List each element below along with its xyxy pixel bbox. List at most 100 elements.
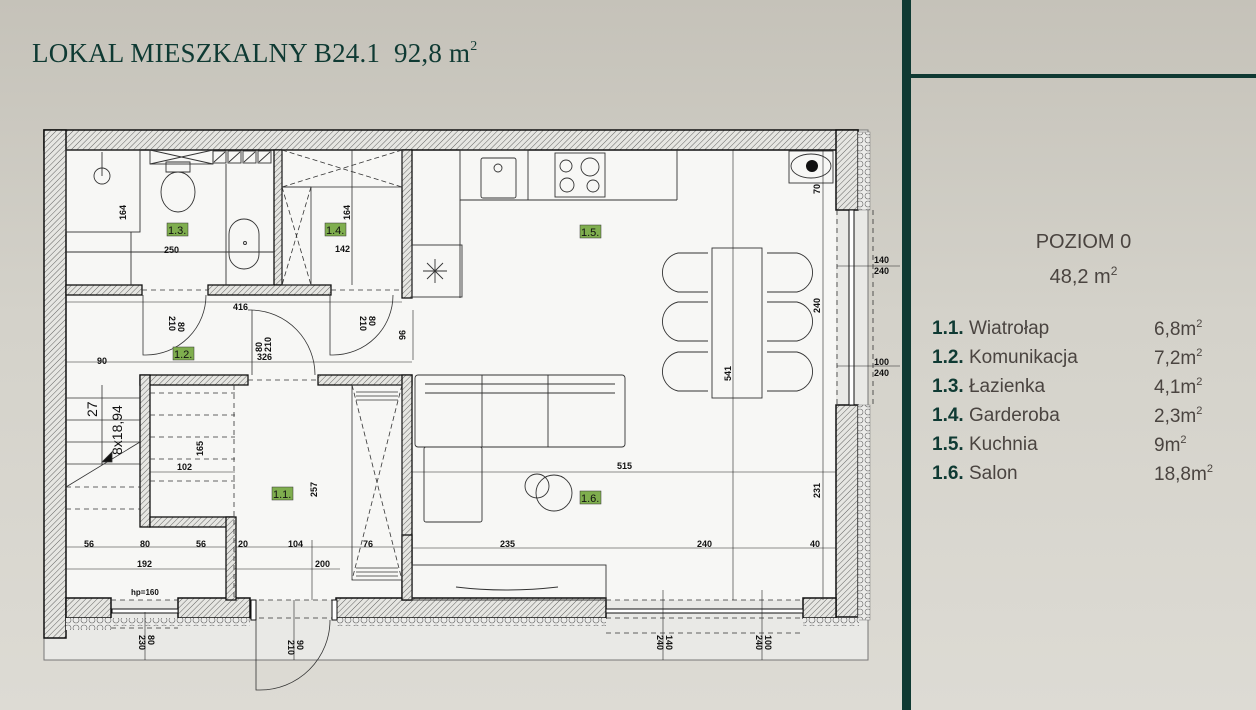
room-number: 1.6.: [932, 463, 964, 484]
dim-label: 80: [176, 322, 186, 332]
room-number: 1.2.: [932, 347, 964, 368]
divider-horizontal: [911, 74, 1256, 78]
dim-label: 80: [367, 316, 377, 326]
floor-plan: 164 250 164 142 416 80 210 80 210 80 210…: [43, 129, 900, 691]
room-area-value: 6,8m: [1154, 319, 1197, 340]
dim-label: 326: [257, 352, 272, 362]
area-superscript: 2: [1196, 347, 1203, 359]
dim-label: 210: [263, 337, 273, 352]
room-area-value: 18,8m: [1154, 464, 1207, 485]
room-name: Wiatrołap: [968, 318, 1050, 339]
room-tag-1-5: 1.5.: [581, 227, 599, 239]
room-number: 1.3.: [932, 376, 964, 397]
area-superscript: 2: [1196, 318, 1203, 330]
dim-label: 250: [164, 245, 179, 255]
living-room-furniture: [411, 374, 626, 601]
dim-label: 230: [137, 635, 147, 650]
room-area: 18,8m2: [1154, 463, 1213, 486]
room-area: 6,8m2: [1154, 318, 1202, 341]
room-row: 1.6. Salon 18,8m2: [932, 463, 1252, 492]
dim-label: 142: [335, 244, 350, 254]
dim-label: 416: [233, 302, 248, 312]
level-area-value: 48,2 m: [1049, 266, 1111, 288]
dim-label: 96: [397, 330, 407, 340]
dim-label: 257: [309, 482, 319, 497]
dim-label: 164: [342, 205, 352, 220]
dim-label: 231: [812, 483, 822, 498]
dim-label: 240: [812, 298, 822, 313]
dim-label: 140: [664, 635, 674, 650]
area-superscript: 2: [1110, 264, 1118, 278]
room-row: 1.3. Łazienka 4,1m2: [932, 376, 1252, 405]
area-superscript: 2: [1196, 405, 1203, 417]
dimension-lines: [66, 150, 900, 660]
dim-label: 80: [146, 635, 156, 645]
dim-label: 90: [295, 640, 305, 650]
room-name: Komunikacja: [968, 347, 1078, 368]
room-area-value: 4,1m: [1154, 377, 1197, 398]
room-number: 1.1.: [932, 318, 964, 339]
dim-label: 70: [812, 184, 822, 194]
room-area: 9m2: [1154, 434, 1187, 457]
interior-walls: [65, 149, 413, 601]
room-tag-1-2: 1.2.: [174, 349, 192, 361]
dim-label: hp=160: [131, 588, 159, 597]
dim-label: 235: [500, 539, 515, 549]
dim-label: 210: [167, 316, 177, 331]
dim-label: 140: [874, 255, 889, 265]
kitchen-fixtures: [411, 149, 834, 298]
dim-label: 20: [238, 539, 248, 549]
room-area: 7,2m2: [1154, 347, 1202, 370]
room-row: 1.5. Kuchnia 9m2: [932, 434, 1252, 463]
dim-label: 200: [315, 559, 330, 569]
room-name: Kuchnia: [968, 434, 1038, 455]
room-tag-1-1: 1.1.: [273, 489, 291, 501]
exterior-walls: [43, 129, 859, 639]
room-tag-1-4: 1.4.: [326, 225, 344, 237]
room-area-value: 2,3m: [1154, 406, 1197, 427]
dim-label: 240: [874, 266, 889, 276]
dining-set: [662, 247, 813, 399]
dim-label: 164: [118, 205, 128, 220]
dim-label: 80: [140, 539, 150, 549]
dim-label: 240: [697, 539, 712, 549]
dim-label: 80: [254, 342, 264, 352]
room-row: 1.1. Wiatrołap 6,8m2: [932, 318, 1252, 347]
dim-label: 210: [286, 640, 296, 655]
dim-label: 56: [196, 539, 206, 549]
divider-vertical: [902, 0, 911, 710]
unit-total-area: 92,8 m: [394, 38, 471, 68]
dim-label: 104: [288, 539, 303, 549]
room-name: Garderoba: [968, 405, 1060, 426]
room-tags: 1.1. 1.2. 1.3. 1.4. 1.5. 1.6.: [166, 222, 602, 505]
dim-label: 240: [754, 635, 764, 650]
dim-label: 100: [874, 357, 889, 367]
room-number: 1.5.: [932, 434, 964, 455]
room-name: Salon: [968, 463, 1018, 484]
dim-label: 240: [655, 635, 665, 650]
chimney-icon: [806, 160, 818, 172]
room-name: Łazienka: [968, 376, 1046, 397]
room-area-value: 9m: [1154, 435, 1181, 456]
bathroom-fixtures: [65, 149, 274, 285]
area-superscript: 2: [1206, 463, 1213, 475]
page-title: LOKAL MIESZKALNY B24.1 92,8 m2: [32, 38, 477, 69]
dim-label: 240: [874, 368, 889, 378]
dim-label: 192: [137, 559, 152, 569]
wardrobe: [281, 149, 403, 581]
room-number: 1.4.: [932, 405, 964, 426]
room-row: 1.4. Garderoba 2,3m2: [932, 405, 1252, 434]
stairs-label: 8x18,94: [109, 405, 125, 455]
area-superscript: 2: [470, 39, 478, 54]
dim-label: 210: [358, 316, 368, 331]
dim-label: 27: [84, 401, 100, 417]
room-tag-1-6: 1.6.: [581, 493, 599, 505]
area-superscript: 2: [1196, 376, 1203, 388]
room-tag-1-3: 1.3.: [168, 225, 186, 237]
dim-label: 515: [617, 461, 632, 471]
level-name: POZIOM 0: [1035, 231, 1132, 253]
stairs: [65, 385, 141, 488]
room-area: 2,3m2: [1154, 405, 1202, 428]
